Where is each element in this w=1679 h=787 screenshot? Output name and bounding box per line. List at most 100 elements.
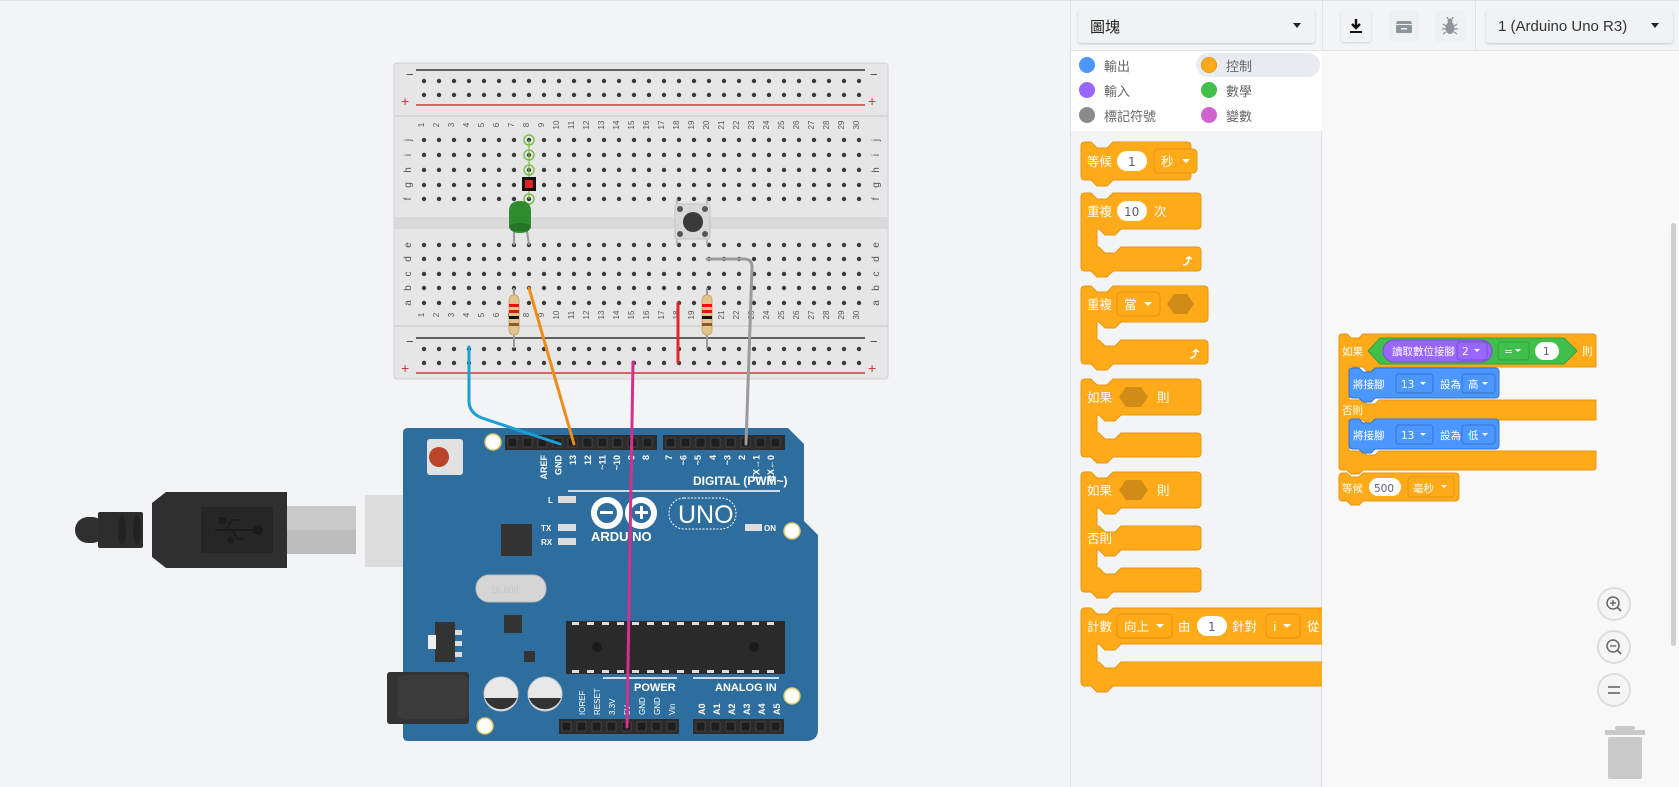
terminal-hole[interactable] [721,300,727,306]
terminal-hole[interactable] [466,196,472,202]
terminal-hole[interactable] [736,242,742,248]
terminal-hole[interactable] [856,152,862,158]
terminal-hole[interactable] [616,285,622,291]
terminal-hole[interactable] [601,182,607,188]
block-dropdown[interactable] [1461,373,1496,394]
terminal-hole[interactable] [691,256,697,262]
header-pin[interactable] [642,437,653,448]
terminal-hole[interactable] [496,242,502,248]
terminal-hole[interactable] [841,271,847,277]
terminal-hole[interactable] [706,271,712,277]
terminal-hole[interactable] [496,137,502,143]
rail-hole[interactable] [691,92,697,98]
rail-hole[interactable] [736,78,742,84]
rail-hole[interactable] [826,346,832,352]
terminal-hole[interactable] [706,196,712,202]
terminal-hole[interactable] [856,271,862,277]
block-dropdown[interactable] [1116,613,1173,639]
terminal-hole[interactable] [496,271,502,277]
terminal-hole[interactable] [841,285,847,291]
terminal-hole[interactable] [541,300,547,306]
rail-hole[interactable] [736,92,742,98]
rail-hole[interactable] [721,346,727,352]
terminal-hole[interactable] [586,167,592,173]
terminal-hole[interactable] [691,152,697,158]
rail-hole[interactable] [571,346,577,352]
terminal-hole[interactable] [706,137,712,143]
terminal-hole[interactable] [856,182,862,188]
terminal-hole[interactable] [481,242,487,248]
terminal-hole[interactable] [451,182,457,188]
rail-hole[interactable] [571,360,577,366]
rail-hole[interactable] [616,78,622,84]
boolean-slot[interactable] [1167,294,1194,314]
terminal-hole[interactable] [766,300,772,306]
rail-hole[interactable] [721,92,727,98]
header-pin[interactable] [755,721,766,732]
terminal-hole[interactable] [616,152,622,158]
block-dropdown[interactable] [1407,476,1455,498]
terminal-hole[interactable] [706,182,712,188]
header-pin[interactable] [597,437,608,448]
terminal-hole[interactable] [766,285,772,291]
terminal-hole[interactable] [721,242,727,248]
terminal-hole[interactable] [646,285,652,291]
terminal-hole[interactable] [841,196,847,202]
rail-hole[interactable] [601,78,607,84]
terminal-hole[interactable] [691,285,697,291]
rail-hole[interactable] [526,92,532,98]
rail-hole[interactable] [841,346,847,352]
rail-hole[interactable] [496,92,502,98]
workspace-scrollbar[interactable] [1671,223,1676,646]
rail-hole[interactable] [421,346,427,352]
rail-hole[interactable] [811,360,817,366]
terminal-hole[interactable] [826,182,832,188]
terminal-hole[interactable] [691,271,697,277]
terminal-hole[interactable] [811,300,817,306]
terminal-hole[interactable] [586,300,592,306]
wires[interactable] [467,257,754,729]
terminal-hole[interactable] [796,137,802,143]
terminal-hole[interactable] [436,300,442,306]
terminal-hole[interactable] [421,137,427,143]
terminal-hole[interactable] [496,256,502,262]
breadboard-holes[interactable] [421,78,862,366]
terminal-hole[interactable] [586,271,592,277]
rail-hole[interactable] [541,92,547,98]
header-pin[interactable] [770,721,781,732]
terminal-hole[interactable] [751,137,757,143]
rail-hole[interactable] [526,78,532,84]
block-number-input[interactable] [1117,151,1147,171]
terminal-hole[interactable] [586,182,592,188]
terminal-hole[interactable] [841,152,847,158]
terminal-hole[interactable] [661,137,667,143]
terminal-hole[interactable] [601,152,607,158]
terminal-hole[interactable] [691,167,697,173]
terminal-hole[interactable] [811,167,817,173]
terminal-hole[interactable] [736,285,742,291]
rail-hole[interactable] [436,346,442,352]
rail-hole[interactable] [436,78,442,84]
terminal-hole[interactable] [751,300,757,306]
block-dropdown[interactable] [1153,148,1198,174]
rail-hole[interactable] [631,92,637,98]
header-pin[interactable] [695,721,706,732]
header-pin[interactable] [666,721,677,732]
rail-hole[interactable] [706,92,712,98]
terminal-hole[interactable] [781,242,787,248]
rail-hole[interactable] [526,346,532,352]
category-variables[interactable]: 變數 [1196,103,1316,127]
terminal-hole[interactable] [571,196,577,202]
rail-hole[interactable] [781,92,787,98]
terminal-hole[interactable] [421,182,427,188]
palette-block-wait[interactable]: 等候 1 秒 [1080,141,1198,187]
header-pin[interactable] [770,437,781,448]
terminal-hole[interactable] [556,152,562,158]
rail-hole[interactable] [721,78,727,84]
palette-block-repeat-while[interactable]: 重複 當 [1080,285,1209,371]
terminal-hole[interactable] [676,242,682,248]
terminal-hole[interactable] [736,196,742,202]
terminal-hole[interactable] [661,242,667,248]
terminal-hole[interactable] [541,271,547,277]
